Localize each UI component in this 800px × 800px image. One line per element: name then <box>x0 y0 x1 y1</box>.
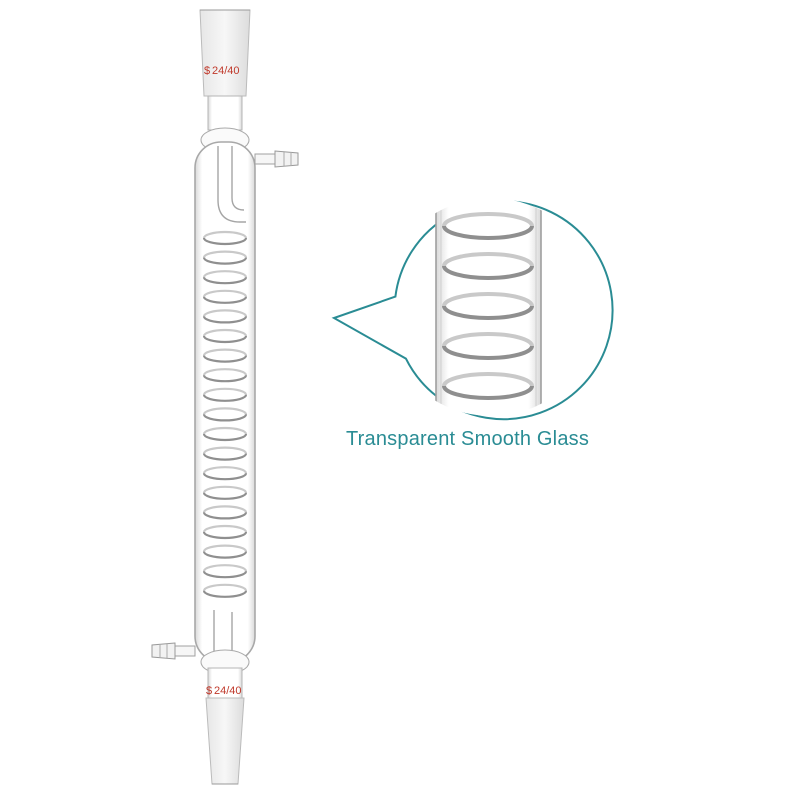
zoom-detail <box>435 198 542 416</box>
coil-loop-front <box>202 237 248 246</box>
coil-loop-back <box>202 250 248 258</box>
coil-loop-front <box>202 355 248 363</box>
coil-loop-back <box>202 328 248 337</box>
coil-loop-back <box>202 466 248 474</box>
coil-loop-front <box>202 394 248 402</box>
coil-loop-front <box>202 492 248 500</box>
coil-loop-front <box>202 316 248 324</box>
coil-loop-front <box>202 433 248 442</box>
callout-caption: Transparent Smooth Glass <box>346 428 590 450</box>
coil-loop-back <box>202 544 248 552</box>
coil-loop-back <box>442 372 534 387</box>
coil-loop-front <box>202 531 248 540</box>
coil-loop-back <box>202 407 248 415</box>
coil-loop-back <box>202 368 248 376</box>
top-joint-label: 24/40 <box>212 65 240 77</box>
coil-loop-front <box>202 453 248 461</box>
coil-loop-back <box>202 524 248 533</box>
zoom-callout <box>331 198 614 421</box>
coil-loop-front <box>202 590 248 598</box>
coil-loop-back <box>202 426 248 435</box>
coil-loop-back <box>202 348 248 356</box>
coil-loop-front <box>442 225 534 240</box>
coil-loop-front <box>202 570 248 579</box>
top-joint <box>199 9 251 97</box>
coil-loop-back <box>202 564 248 572</box>
coil-loop-back <box>202 485 248 494</box>
bottom-joint-label: 24/40 <box>214 685 242 697</box>
coil-loop-back <box>202 387 248 396</box>
bottom-joint-symbol: $ <box>206 685 212 697</box>
coil-loop-front <box>202 374 248 383</box>
coil-loop-front <box>202 414 248 422</box>
coil-loop-back <box>202 289 248 298</box>
zoom-coil <box>442 212 534 400</box>
coil-loop-back <box>202 446 248 454</box>
coil-loop-back <box>202 583 248 592</box>
coil-loop-front <box>442 265 534 280</box>
coil-loop-back <box>202 309 248 317</box>
coil-loop-front <box>202 276 248 285</box>
coil-loop-back <box>202 270 248 278</box>
upper-hose-barb <box>254 150 299 168</box>
coil-loop-back <box>202 505 248 513</box>
coil-loop-front <box>202 296 248 304</box>
coil-loop-front <box>442 345 534 360</box>
bottom-joint <box>205 697 245 785</box>
coil-loop-front <box>202 472 248 481</box>
coil-loop-front <box>442 385 534 400</box>
condenser: $ 24/40 $ 24/40 <box>151 9 299 785</box>
coil-loop-front <box>202 335 248 344</box>
coil-loop-back <box>442 212 534 227</box>
top-joint-symbol: $ <box>204 65 210 77</box>
coil-loop-front <box>202 512 248 520</box>
coil-loop-front <box>202 551 248 559</box>
coil-loop-back <box>442 292 534 307</box>
coil-loop-front <box>442 305 534 320</box>
coil-loop-back <box>442 252 534 267</box>
coil-loop-back <box>202 230 248 239</box>
coil-loop-front <box>202 257 248 265</box>
coil-loop-back <box>442 332 534 347</box>
spiral-coil <box>202 230 248 598</box>
lower-hose-barb <box>151 642 196 660</box>
